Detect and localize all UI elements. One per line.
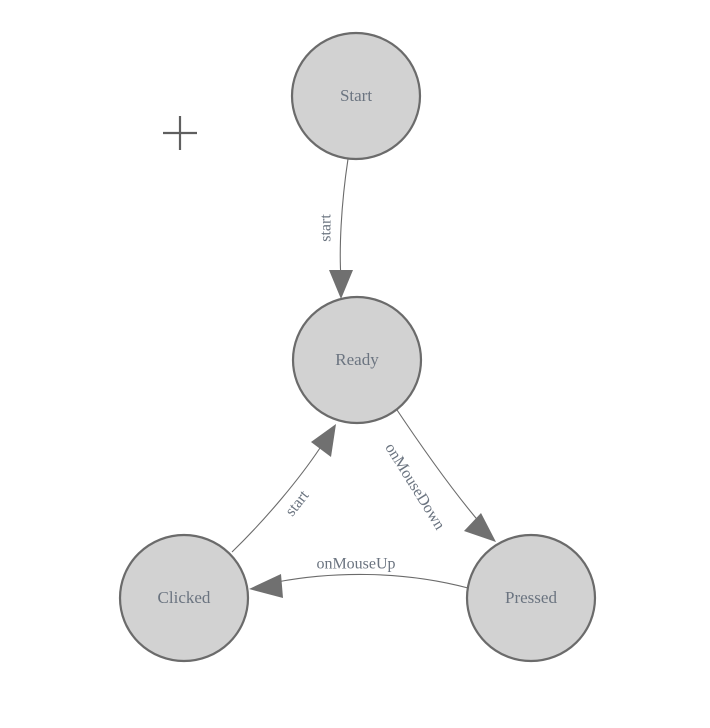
edge-start-to-ready-arrowhead — [329, 270, 353, 299]
edge-clicked-to-ready-arrowhead — [311, 424, 336, 457]
node-clicked[interactable]: Clicked — [118, 533, 250, 663]
edge-label-pressed-to-clicked: onMouseUp — [316, 556, 395, 573]
edge-pressed-to-clicked-path — [276, 573, 469, 589]
edge-label-start-to-ready: start — [318, 214, 335, 242]
node-pressed-label: Pressed — [505, 588, 557, 607]
edge-ready-to-pressed[interactable]: onMouseDown — [381, 403, 496, 542]
node-pressed-shape — [465, 533, 597, 663]
edge-ready-to-pressed-arrowhead — [464, 513, 496, 542]
crosshair-icon[interactable] — [163, 116, 197, 150]
node-clicked-shape — [118, 533, 250, 663]
edge-clicked-to-ready[interactable]: start — [231, 424, 336, 553]
node-ready-shape — [291, 295, 423, 425]
node-start-shape — [290, 31, 422, 161]
edge-label-ready-to-pressed: onMouseDown — [381, 440, 448, 533]
edge-pressed-to-clicked-arrowhead — [249, 574, 283, 598]
edge-start-to-ready-path — [339, 158, 349, 280]
node-pressed[interactable]: Pressed — [465, 533, 597, 663]
node-ready-label: Ready — [335, 350, 379, 369]
node-ready[interactable]: Ready — [291, 295, 423, 425]
node-clicked-label: Clicked — [158, 588, 211, 607]
node-start[interactable]: Start — [290, 31, 422, 161]
edge-pressed-to-clicked[interactable]: onMouseUp — [249, 556, 469, 598]
edge-ready-to-pressed-path — [392, 403, 482, 525]
edge-clicked-to-ready-path — [231, 447, 321, 553]
edge-start-to-ready[interactable]: start — [318, 158, 353, 299]
node-start-label: Start — [340, 86, 372, 105]
